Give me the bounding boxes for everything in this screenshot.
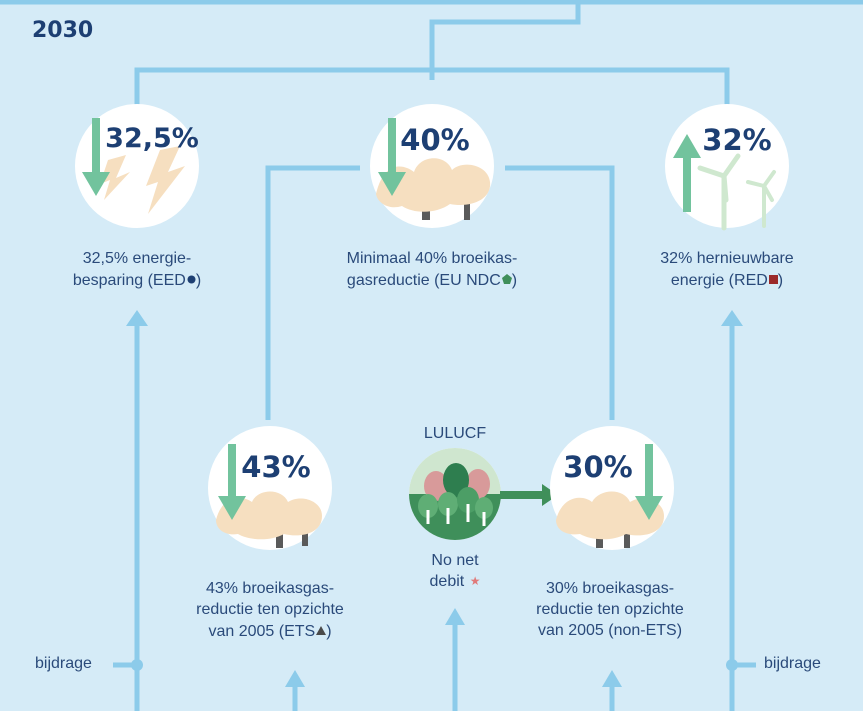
lulucf-arrowhead [445,608,465,625]
lulucf-to-nonets-arrow [500,484,558,506]
chimney-icon [464,196,470,220]
down-arrow-icon [218,496,246,520]
year-title: 2030 [32,18,94,43]
arrowheads [126,310,743,687]
chimney-icon [276,526,283,548]
red-square-icon [768,269,778,290]
eed-dot-icon [187,269,196,290]
tree-trunks [426,504,486,526]
ndc-pentagon-icon [501,269,512,290]
chimney-icon [624,526,630,548]
energy-caption: 32,5% energie- besparing (EED) [72,250,202,290]
tree-icon [443,463,469,497]
ghg-percent: 40% [400,123,469,157]
debit-star-icon: ★ [469,574,481,588]
nonets-percent: 30% [563,450,632,484]
nonets-arrowhead [602,670,622,687]
renewable-caption: 32% hernieuwbare energie (RED) [660,250,794,290]
top-connector [429,0,581,80]
smoke-cloud-icon [376,158,491,212]
smoke-cloud-icon [556,491,664,540]
left-bijdrage-label: bijdrage [35,655,92,672]
wind-turbine-icon [697,153,741,231]
lulucf-forest-icon [409,448,501,540]
lightning-bolt-icon [146,146,185,214]
nonets-caption: 30% broeikasgas- reductie ten opzichte v… [536,580,684,639]
tree-icon [418,494,438,518]
lightning-bolt-icon [100,155,130,200]
renewable-percent: 32% [702,123,771,157]
down-arrow-icon [82,172,110,196]
ets-caption: 43% broeikasgas- reductie ten opzichte v… [196,580,344,641]
up-arrow-icon [673,134,701,158]
wind-turbine-icon [746,170,776,228]
ghg-reduction-icon: 40% [370,104,494,228]
tree-icon [475,497,493,519]
ets-percent: 43% [241,450,310,484]
ets-triangle-icon [316,620,327,641]
nonets-connector [505,165,615,420]
right-arrowhead [721,310,743,326]
energy-percent: 32,5% [105,123,199,154]
tree-icon [438,492,458,516]
ets-reduction-icon: 43% [208,426,332,550]
energy-saving-icon: 32,5% [75,104,199,228]
lulucf-caption: No net debit ★ [429,552,481,590]
tree-icon [424,471,448,501]
left-bijdrage-dot [131,659,143,671]
top-branch-line [134,67,730,105]
tree-icon [457,487,479,513]
right-bijdrage-dot [726,659,738,671]
ets-connector [265,165,360,420]
down-arrow-icon [378,172,406,196]
nonets-reduction-icon: 30% [550,426,674,550]
ghg-caption: Minimaal 40% broeikas- gasreductie (EU N… [346,250,518,290]
left-arrowhead [126,310,148,326]
lulucf-title: LULUCF [423,425,487,442]
ets-arrowhead [285,670,305,687]
smoke-cloud-icon [216,491,322,540]
right-bijdrage-label: bijdrage [764,655,821,672]
down-arrow-icon [635,496,663,520]
renewable-energy-icon: 32% [665,104,789,231]
